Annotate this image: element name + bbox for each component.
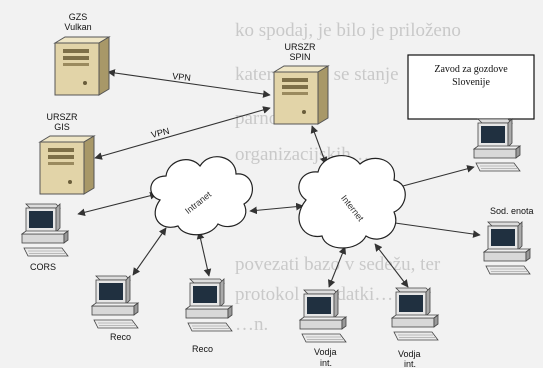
link-vodja1-internet xyxy=(327,246,347,288)
server-gis-label-line2: GIS xyxy=(54,122,70,132)
background-line: …n. xyxy=(235,314,268,335)
link-cors-intranet xyxy=(77,191,158,217)
server-spin-label-line2: SPIN xyxy=(289,52,310,62)
workstation-vodja2-label-line2: int. xyxy=(404,359,416,368)
desktop-computer-icon xyxy=(21,203,69,257)
workstation-office xyxy=(473,118,521,172)
background-line: ko spodaj, je bilo je priloženo xyxy=(235,20,461,41)
server-gzs-label-line2: Vulkan xyxy=(64,22,91,32)
intranet-cloud: Intranet xyxy=(150,156,253,236)
link-reco2-intranet xyxy=(196,231,212,277)
desktop-computer-icon xyxy=(185,278,233,332)
desktop-computer-icon xyxy=(91,275,139,329)
link-spin-internet xyxy=(310,125,328,165)
workstation-vodja1-label-line2: int. xyxy=(320,358,332,368)
vpn-label-middle: VPN xyxy=(150,126,170,140)
vpn-link-gis-spin xyxy=(94,106,271,160)
workstation-sod-enota-label: Sod. enota xyxy=(490,206,534,216)
server-gzs-vulkan: GZS Vulkan xyxy=(54,12,110,96)
network-cloud-icon xyxy=(298,155,406,249)
desktop-computer-icon xyxy=(483,221,531,275)
server-gzs-label-line1: GZS xyxy=(69,12,88,22)
desktop-computer-icon xyxy=(473,118,521,172)
organization-name-line1: Zavod za gozdove xyxy=(434,64,508,75)
server-urszr-gis: URSZR GIS xyxy=(39,112,95,195)
server-spin-label-line1: URSZR xyxy=(285,42,316,52)
link-vodja2-internet xyxy=(374,243,409,288)
vpn-label-top: VPN xyxy=(172,71,191,83)
server-tower-icon xyxy=(273,65,329,125)
vpn-link-gzs-spin xyxy=(107,69,271,98)
desktop-computer-icon xyxy=(391,287,439,341)
server-urszr-spin: URSZR SPIN xyxy=(273,42,329,125)
server-gis-label-line1: URSZR xyxy=(47,112,78,122)
link-reco1-intranet xyxy=(132,227,167,276)
server-tower-icon xyxy=(39,135,95,195)
workstation-vodja-1: Vodja int. xyxy=(299,289,347,368)
organization-name-line2: Slovenije xyxy=(452,77,490,88)
workstation-vodja2-label-line1: Vodja xyxy=(398,349,421,359)
workstation-vodja-2: Vodja int. xyxy=(391,287,439,368)
workstation-reco-2: Reco xyxy=(185,278,233,354)
connections xyxy=(77,69,481,288)
link-sod-enota-internet xyxy=(387,219,481,238)
workstation-vodja1-label-line1: Vodja xyxy=(314,347,337,357)
server-tower-icon xyxy=(54,36,110,96)
workstation-reco-1: Reco xyxy=(91,275,139,342)
workstation-cors-label: CORS xyxy=(30,262,56,272)
network-cloud-icon xyxy=(150,156,253,236)
workstation-cors: CORS xyxy=(21,203,69,272)
workstation-sod-enota: Sod. enota xyxy=(483,206,534,275)
organization-box: Zavod za gozdove Slovenije xyxy=(407,54,535,120)
workstation-reco1-label: Reco xyxy=(110,332,131,342)
internet-cloud: Internet xyxy=(298,155,406,249)
workstation-reco2-label: Reco xyxy=(192,344,213,354)
link-intranet-internet xyxy=(249,202,304,215)
